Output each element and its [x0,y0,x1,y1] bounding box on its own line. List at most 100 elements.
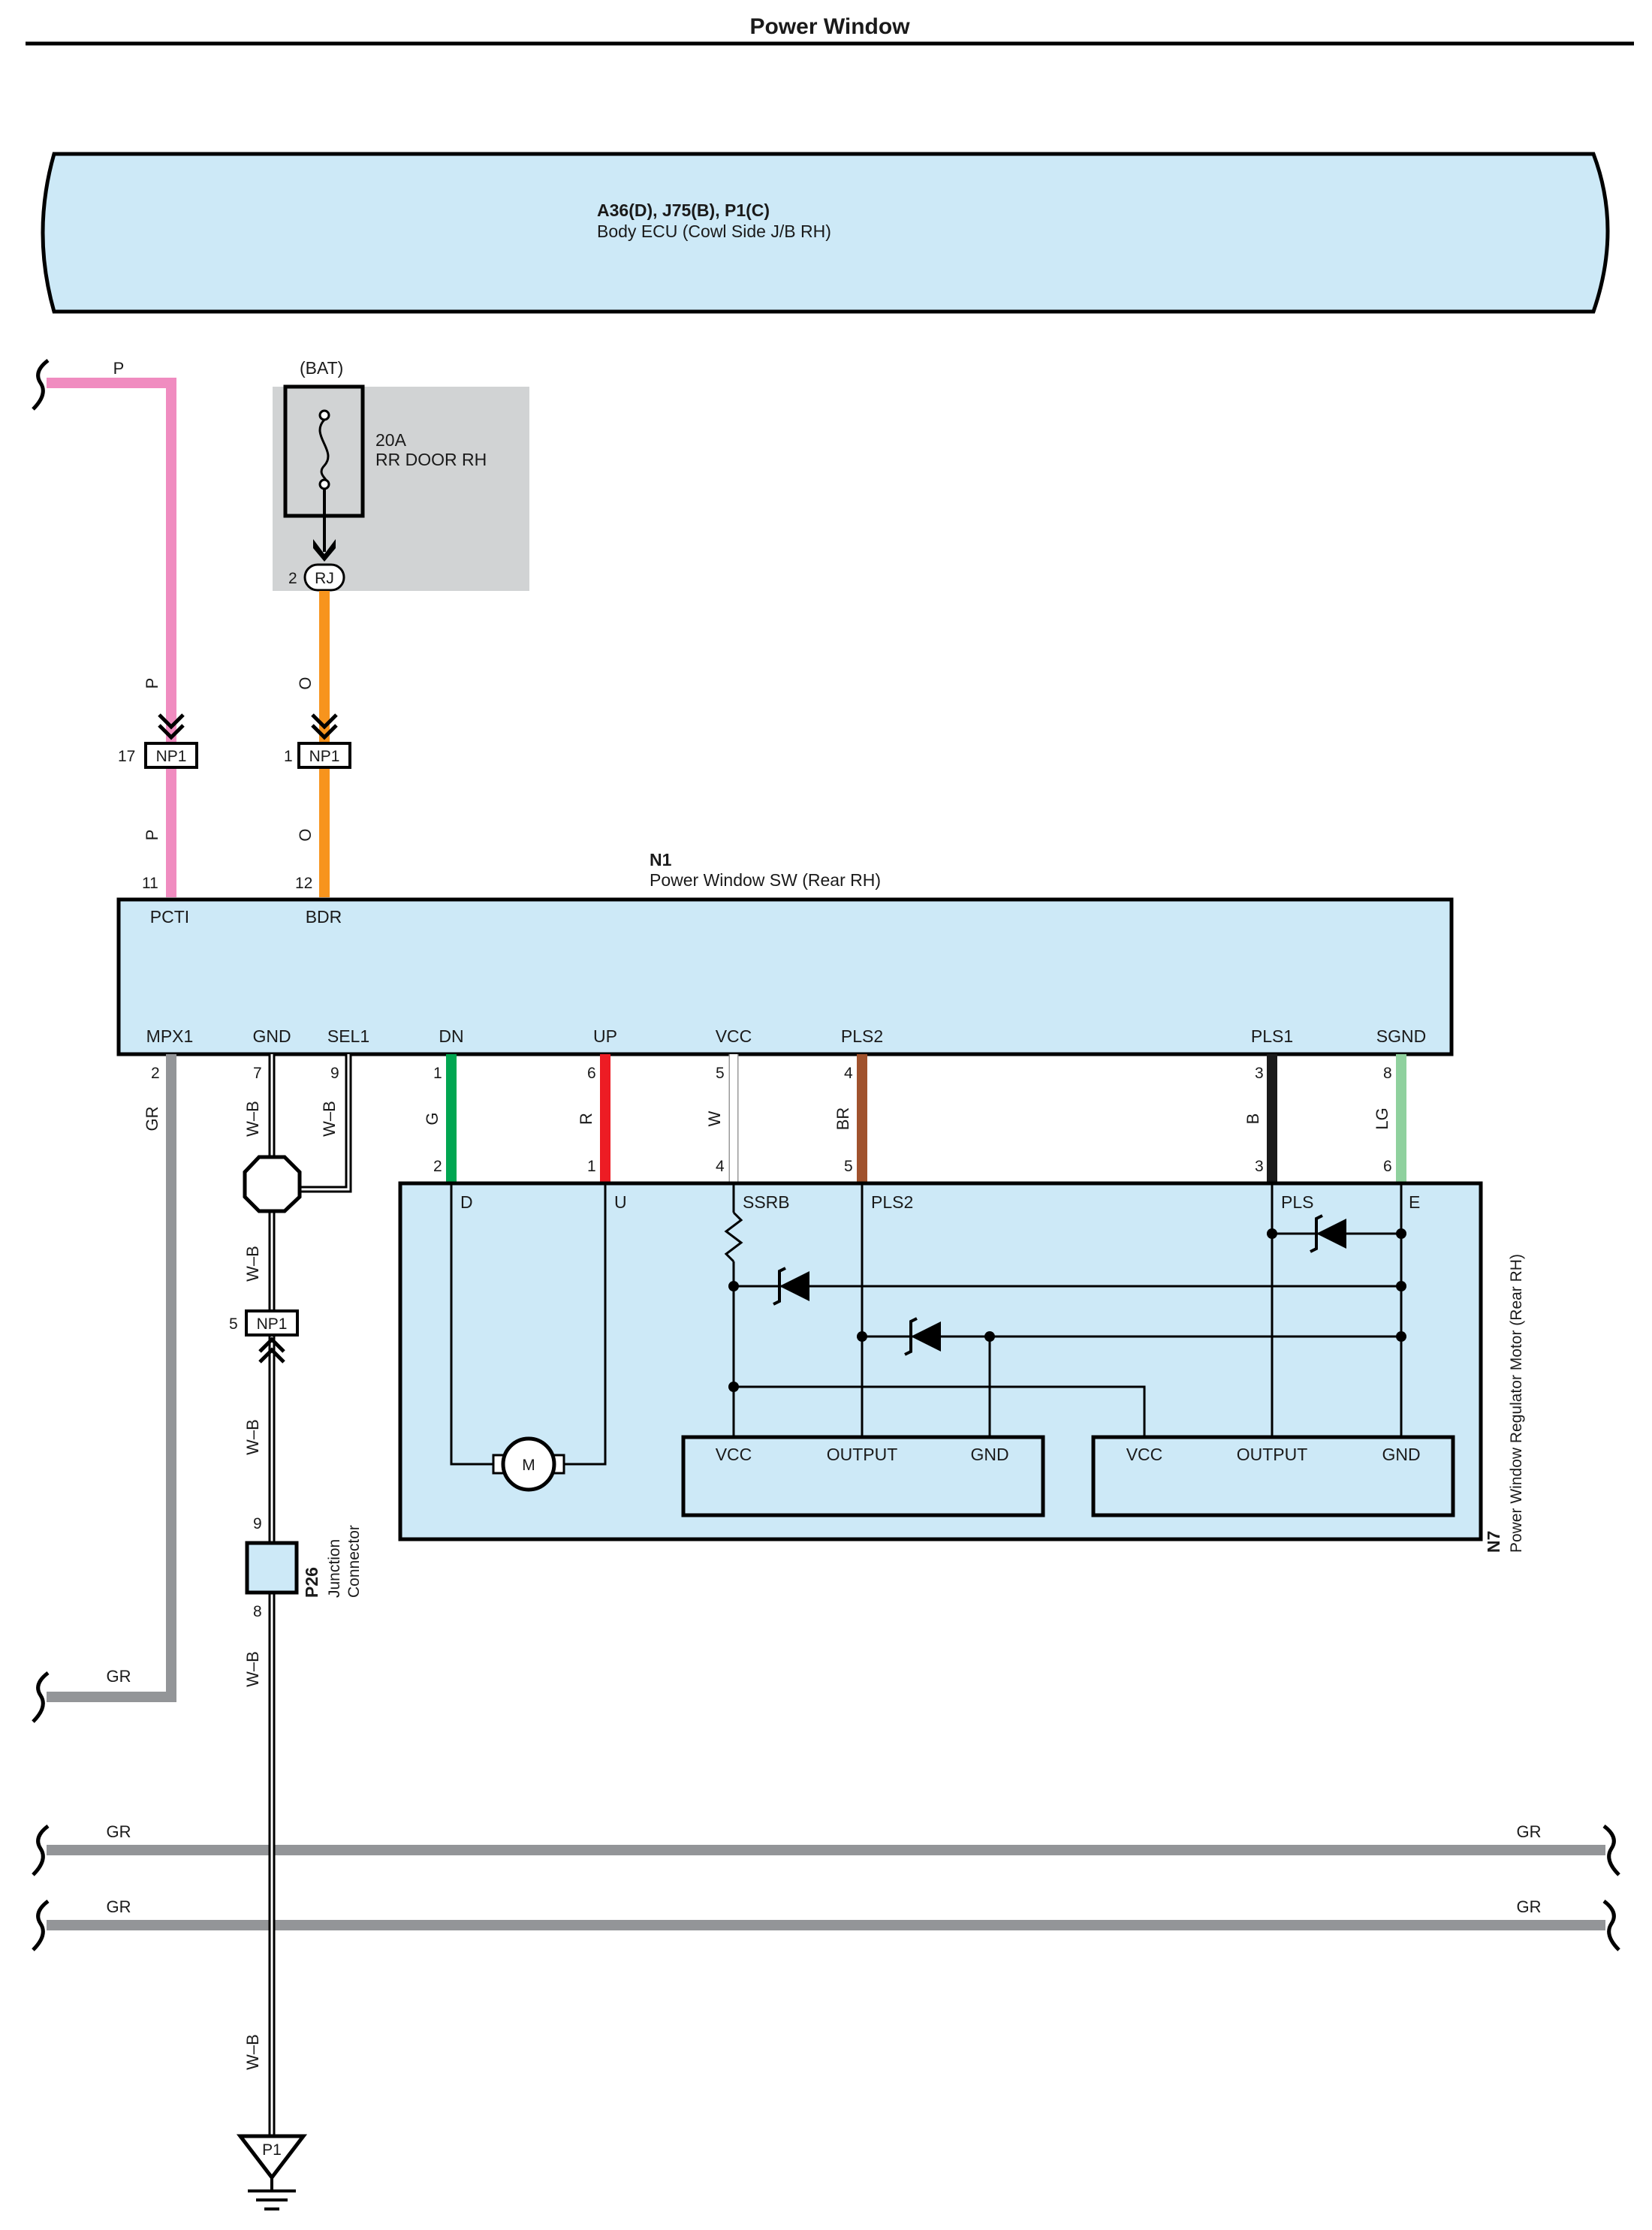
np1-gnd-pin: 5 [229,1315,238,1333]
motor-symbol-icon [501,1436,556,1492]
np1-o-arrow-icon [311,713,338,740]
switch-pin-up: 6 [587,1065,596,1082]
motor-terminal-pls: PLS [1281,1192,1313,1212]
motor-code: N7 [1484,1531,1503,1553]
wire-label-bus2-right: GR [1517,1897,1542,1916]
junction-connector [245,1541,299,1595]
np1-o-pin: 1 [284,748,293,765]
wire-label-p-low: P [143,830,161,841]
wire-label-gr-mpx: GR [143,1107,161,1132]
motor-terminal-e: E [1409,1192,1420,1212]
switch-terminal-mpx1: MPX1 [146,1026,194,1046]
wire-label-bus2-left: GR [107,1897,131,1916]
motor-pin-u: 1 [587,1158,596,1175]
np1-gnd-arrow-icon [258,1336,285,1364]
fuse-name: RR DOOR RH [375,450,487,469]
wire-label-br: BR [834,1107,852,1131]
wire-label-wb-gnd: W–B [243,1101,262,1137]
fuse-shade [273,387,529,591]
switch-pin-pls2: 4 [844,1065,853,1082]
ecu-codes: A36(D), J75(B), P1(C) [597,200,770,220]
motor-pin-ssrb: 4 [716,1158,725,1175]
junction-pin-bottom: 8 [253,1603,262,1620]
switch-name: Power Window SW (Rear RH) [650,870,881,890]
wire-label-wb-ground: W–B [243,2034,262,2070]
wire-label-wb-low2: W–B [243,1651,262,1687]
switch-terminal-vcc: VCC [716,1026,752,1046]
wire-label-p-mid: P [143,678,161,689]
wire-label-r: R [577,1113,595,1125]
fuse-bottom-dot [318,478,330,490]
junction-dots [728,1228,1406,1392]
np1-gnd-connector [245,1309,299,1336]
switch-terminal-up: UP [593,1026,617,1046]
bus1-break-left-icon [32,1825,50,1876]
wire-label-lg: LG [1373,1107,1391,1129]
switch-pin-dn: 1 [433,1065,442,1082]
motor-terminal-pls2: PLS2 [871,1192,913,1212]
motor-terminal-d: D [460,1192,473,1212]
wire-label-gr-bottom: GR [107,1667,131,1686]
wire-wb-sel1-white [294,1054,350,1191]
motor-box [398,1181,1483,1541]
fuse-connector-label: RJ [315,570,334,587]
switch-box [116,897,1454,1056]
wire-break-mpx-icon [32,1671,50,1723]
motor-pin-d: 2 [433,1158,442,1175]
sensor-2-vcc: VCC [1126,1445,1163,1464]
motor-symbol-label: M [522,1457,535,1474]
sensor-2-gnd: GND [1382,1445,1420,1464]
sensor-1-box [681,1435,1045,1517]
wire-gr-mpx [47,1054,176,1702]
motor-terminal-u: U [614,1192,627,1212]
wire-label-b: B [1244,1113,1262,1125]
bus2-break-left-icon [32,1900,50,1951]
switch-terminal-bdr: BDR [306,907,342,927]
wire-label-o-mid: O [296,677,315,689]
fuse-top-dot [318,409,330,421]
switch-terminal-pcti: PCTI [150,907,189,927]
sensor-1-output: OUTPUT [827,1445,898,1464]
switch-terminal-pls2: PLS2 [841,1026,883,1046]
wire-label-bus1-left: GR [107,1822,131,1841]
fuse-connector-rj [303,563,345,592]
np1-p-connector [144,742,198,769]
zener-diode-2-icon [904,1317,941,1356]
switch-pin-gnd: 7 [253,1065,262,1082]
sensor-2-output: OUTPUT [1237,1445,1308,1464]
fuse-icon [318,418,330,482]
wire-label-wb-mid: W–B [243,1246,262,1282]
motor-internal-wiring [450,1183,1403,1466]
fuse-arrow-icon [313,539,336,562]
fuse-pin: 2 [288,570,297,587]
wire-label-g: G [423,1112,442,1125]
motor-name: Power Window Regulator Motor (Rear RH) [1508,1254,1525,1553]
wire-label-wb-sel: W–B [320,1101,339,1137]
wire-label-o-low: O [296,828,315,841]
switch-terminal-pls1: PLS1 [1251,1026,1293,1046]
motor-pin-pls: 3 [1255,1158,1264,1175]
switch-top-pin-pcti: 11 [142,875,158,892]
wire-label-w: W [705,1110,724,1126]
motor-pin-pls2: 5 [844,1158,853,1175]
wire-label-wb-low: W–B [243,1419,262,1455]
np1-gnd-label: NP1 [257,1315,288,1333]
wire-label-bus1-right: GR [1517,1822,1542,1841]
motor-pin-e: 6 [1383,1158,1392,1175]
junction-name-line2: Connector [345,1525,363,1598]
switch-terminal-gnd: GND [252,1026,291,1046]
switch-pin-sel1: 9 [330,1065,339,1082]
sensor-1-vcc: VCC [716,1445,752,1464]
switch-pin-sgnd: 8 [1383,1065,1392,1082]
fuse-source: (BAT) [300,358,343,378]
page-title: Power Window [749,14,910,39]
switch-pin-pls1: 3 [1255,1065,1264,1082]
sensor-2-box [1091,1435,1455,1517]
zener-diode-1-icon [773,1267,809,1306]
np1-p-arrow-icon [158,713,185,740]
junction-pin-top: 9 [253,1515,262,1532]
switch-top-pin-bdr: 12 [295,875,312,892]
fuse-rating: 20A [375,430,407,450]
sensor-1-gnd: GND [970,1445,1008,1464]
